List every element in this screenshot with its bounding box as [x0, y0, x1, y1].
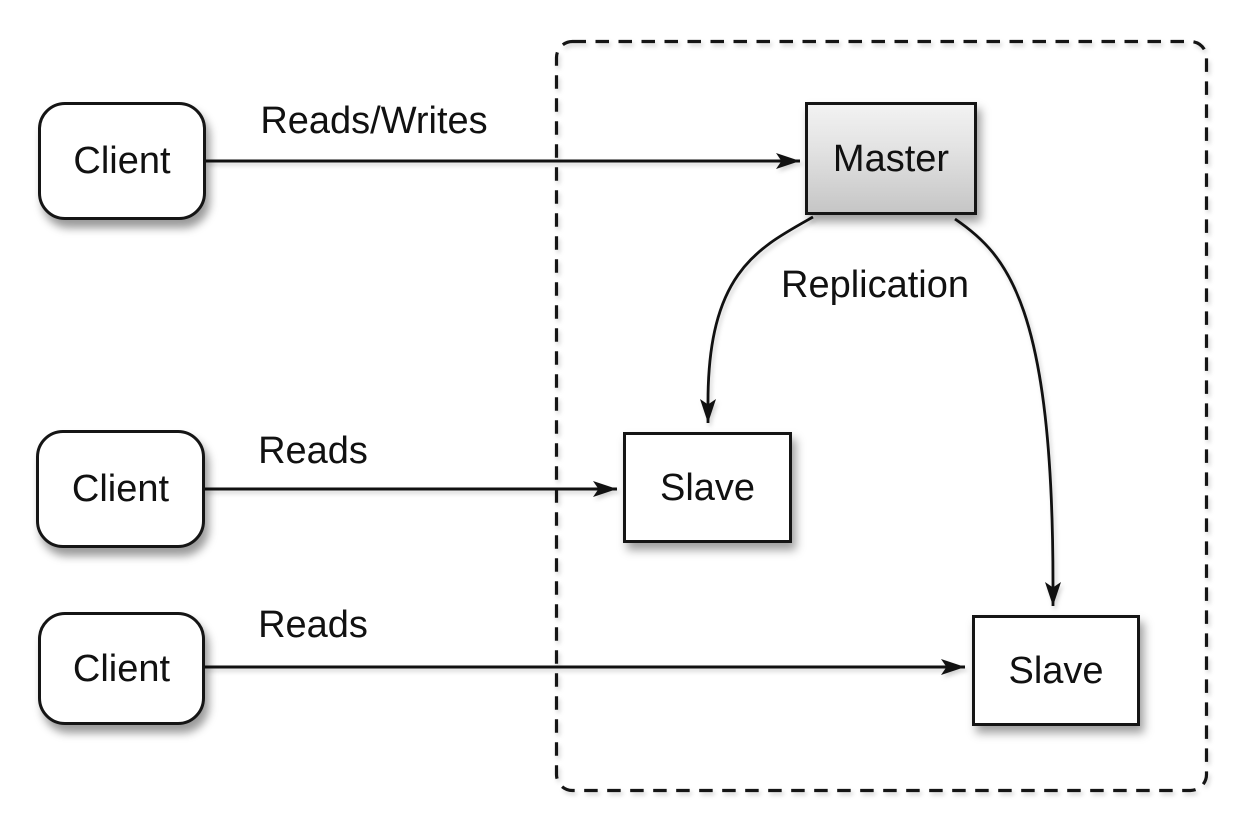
client3-node: Client — [38, 612, 205, 725]
client2-label: Client — [71, 468, 170, 510]
client3-label: Client — [72, 647, 171, 690]
edge-label-reads-slave2: Reads — [258, 604, 368, 646]
edge-master-slave1-replication — [700, 215, 814, 423]
slave2-label: Slave — [1008, 649, 1104, 692]
slave1-label: Slave — [659, 466, 756, 509]
slave2-node: Slave — [972, 615, 1140, 726]
edge-master-slave2-replication — [954, 217, 1061, 606]
edge-label-replication: Replication — [781, 264, 969, 306]
master-label: Master — [832, 137, 950, 180]
edge-label-reads-slave1: Reads — [258, 430, 368, 472]
replication-group-border — [554, 39, 1209, 793]
slave1-node: Slave — [623, 432, 792, 543]
client2-node: Client — [36, 430, 205, 548]
master-node: Master — [805, 102, 977, 215]
client1-node: Client — [38, 102, 206, 220]
client1-label: Client — [73, 140, 171, 182]
edge-label-reads-writes: Reads/Writes — [260, 100, 488, 142]
